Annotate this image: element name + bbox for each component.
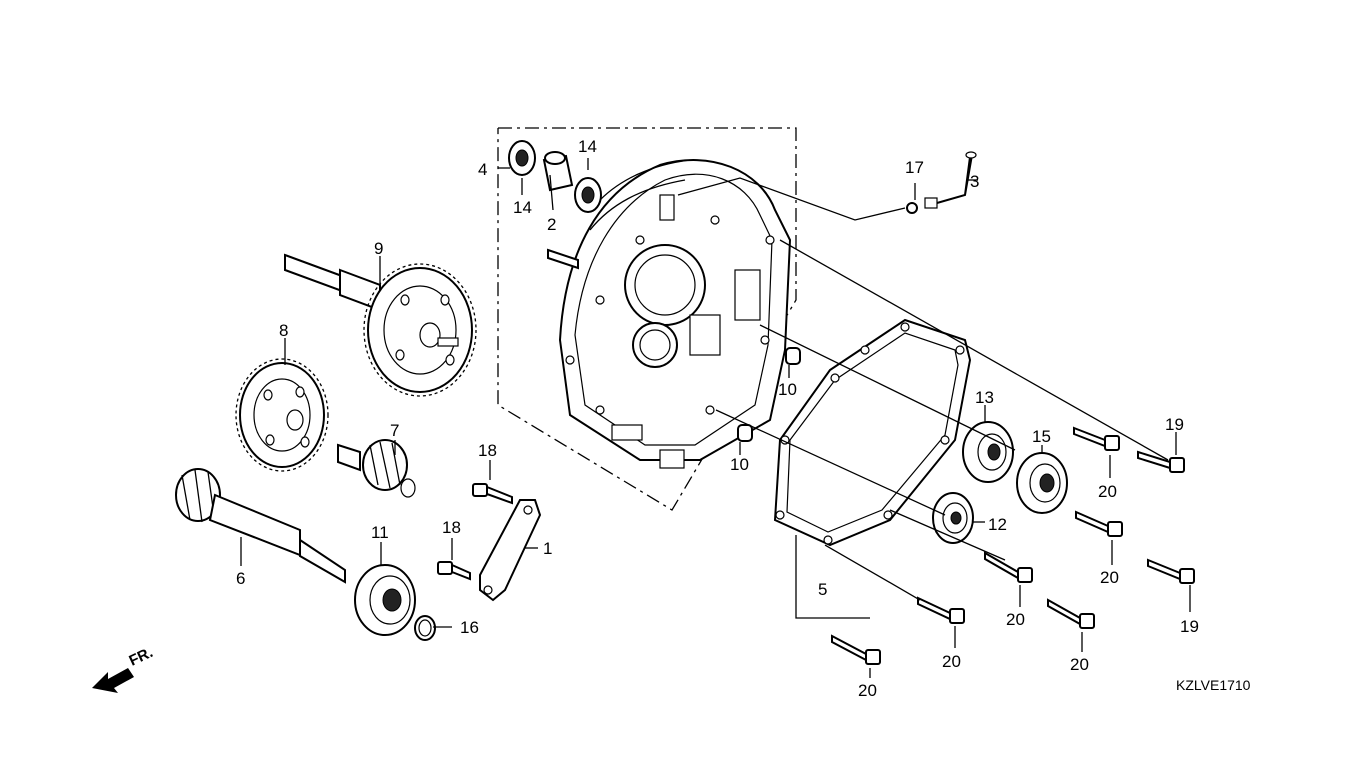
callout-20-e: 20 [942,652,961,671]
bearing-12[interactable] [932,492,974,544]
callout-9: 9 [374,239,383,258]
breather-tube[interactable] [924,151,977,209]
callout-labels: 1 2 3 4 5 6 7 8 9 10 10 11 12 13 14 14 1… [236,137,1199,700]
callout-20-c: 20 [1006,610,1025,629]
oil-seal[interactable] [1016,452,1068,514]
bolt-20-e[interactable] [917,596,965,624]
diagram-code: KZLVE1710 [1176,677,1251,693]
callout-7: 7 [390,421,399,440]
callout-16: 16 [460,618,479,637]
bolt-18-upper[interactable] [472,483,513,505]
bearing-11[interactable] [354,564,416,636]
callout-18-lower: 18 [442,518,461,537]
tube-clip[interactable] [906,202,918,214]
callout-12: 12 [988,515,1007,534]
callout-13: 13 [975,388,994,407]
callout-3: 3 [970,172,979,191]
callout-11: 11 [371,523,389,542]
callout-2: 2 [547,215,556,234]
callout-20-b: 20 [1100,568,1119,587]
callout-17: 17 [905,158,924,177]
front-direction-arrow: FR. [92,644,156,693]
callout-15: 15 [1032,427,1051,446]
circlip[interactable] [414,615,436,641]
callout-10-upper: 10 [778,380,797,399]
bolt-20-c[interactable] [984,551,1033,583]
bolt-19-b[interactable] [1147,558,1195,584]
front-label: FR. [127,644,156,670]
callout-14-right: 14 [578,137,597,156]
countershaft-pinion[interactable] [337,439,416,498]
drive-shaft[interactable] [175,468,346,584]
callout-19-upper: 19 [1165,415,1184,434]
assembly-boundary [497,127,797,511]
callout-19-lower: 19 [1180,617,1199,636]
callout-20-a: 20 [1098,482,1117,501]
callout-5: 5 [818,580,827,599]
leader-lines [240,158,1191,678]
bolt-20-a[interactable] [1073,426,1120,451]
bearing-14-right[interactable] [574,177,602,213]
collar[interactable] [542,151,574,192]
callout-20-d: 20 [1070,655,1089,674]
dowel-pin-upper[interactable] [785,347,801,365]
bracket[interactable] [479,499,542,602]
callout-20-f: 20 [858,681,877,700]
bolt-20-d[interactable] [1047,598,1095,629]
bearing-13[interactable] [962,421,1014,483]
bolt-18-lower[interactable] [437,561,471,581]
bolt-19-a[interactable] [1137,450,1185,473]
gasket[interactable] [773,318,972,547]
dowel-pin-lower[interactable] [737,424,753,442]
countershaft-gear[interactable] [235,358,329,472]
callout-6: 6 [236,569,245,588]
callout-14-left: 14 [513,198,532,217]
callout-1: 1 [543,539,552,558]
bolt-20-f[interactable] [831,634,881,665]
final-shaft-gear[interactable] [284,253,477,397]
callout-8: 8 [279,321,288,340]
front-arrow-icon [92,668,134,693]
callout-18-upper: 18 [478,441,497,460]
bearing-14-left[interactable] [508,140,536,176]
callout-4: 4 [478,160,487,179]
transmission-case[interactable] [547,159,792,469]
bolt-20-b[interactable] [1075,510,1123,537]
callout-10-lower: 10 [730,455,749,474]
